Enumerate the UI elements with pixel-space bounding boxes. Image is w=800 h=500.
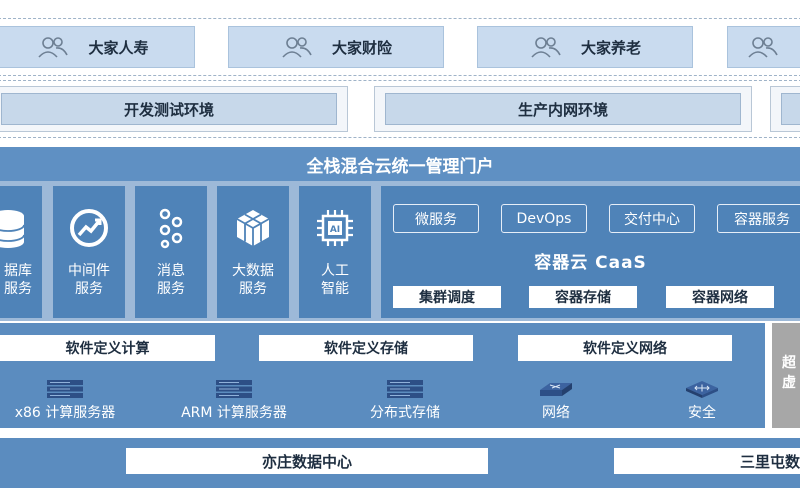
hyper-converged-block: 超 虚 (772, 323, 800, 428)
caas-cluster-scheduling: 集群调度 (393, 286, 501, 308)
env-label: 生产内网环境 (517, 100, 608, 119)
ai-chip-icon: AI (317, 210, 353, 246)
caas-container-service: 容器服务 (717, 204, 800, 233)
hw-x86-server: x86 计算服务器 (2, 380, 128, 422)
hw-distributed-storage: 分布式存储 (355, 380, 455, 422)
users-icon (38, 37, 69, 58)
company-label: 大家养老 (580, 38, 641, 57)
security-icon (686, 381, 718, 398)
users-icon (748, 37, 778, 58)
caas-delivery-center: 交付中心 (609, 204, 695, 233)
company-frame (0, 18, 800, 76)
hw-arm-server: ARM 计算服务器 (166, 380, 302, 422)
hw-label: 分布式存储 (370, 405, 440, 421)
hw-network: 网络 (526, 380, 586, 422)
service-label: 消息 服务 (157, 263, 185, 297)
caas-microservice: 微服务 (393, 204, 479, 233)
env-dev-test: 开发测试环境 (0, 86, 348, 132)
env-label-box: 开发测试环境 (1, 93, 337, 125)
company-label: 大家人寿 (88, 38, 149, 57)
management-portal-bar: 全栈混合云统一管理门户 (0, 147, 800, 181)
service-ai: AI 人工 智能 (299, 186, 371, 318)
network-switch-icon (540, 383, 572, 396)
hw-label: x86 计算服务器 (14, 405, 116, 421)
service-label: 中间件 服务 (68, 263, 110, 297)
env-production: 生产内网环境 (374, 86, 752, 132)
company-pension: 大家养老 (477, 26, 693, 68)
caas-title: 容器云 CaaS (534, 253, 647, 273)
message-cluster-icon (159, 208, 183, 249)
portal-title: 全栈混合云统一管理门户 (306, 156, 494, 177)
users-icon (282, 37, 312, 58)
datacenter-sanlitun: 三里屯数 (614, 448, 800, 474)
sd-compute: 软件定义计算 (0, 335, 215, 361)
server-icon (47, 380, 83, 398)
company-partial (727, 26, 800, 68)
database-icon (0, 210, 25, 248)
service-bigdata: 大数据 服务 (217, 186, 289, 318)
server-icon (216, 380, 252, 398)
service-message: 消息 服务 (135, 186, 207, 318)
caas-container-network: 容器网络 (666, 286, 774, 308)
hw-label: ARM 计算服务器 (181, 405, 287, 421)
env-partial (770, 86, 800, 132)
company-life-insurance: 大家人寿 (0, 26, 195, 68)
caas-devops: DevOps (501, 204, 587, 233)
caas-container-storage: 容器存储 (529, 286, 637, 308)
service-middleware: 中间件 服务 (53, 186, 125, 318)
chart-icon (70, 209, 108, 247)
datacenter-yizhuang: 亦庄数据中心 (126, 448, 488, 474)
hw-security: 安全 (672, 380, 732, 422)
service-label: 人工 智能 (321, 263, 349, 297)
svg-text:AI: AI (330, 225, 340, 235)
server-icon (387, 380, 423, 398)
service-database: 据库 服务 (0, 186, 42, 318)
cube-icon (236, 210, 270, 246)
company-property-insurance: 大家财险 (228, 26, 444, 68)
hw-label: 网络 (542, 405, 570, 421)
env-label-box: 生产内网环境 (385, 93, 741, 125)
hw-label: 安全 (688, 405, 716, 421)
service-label: 大数据 服务 (232, 263, 274, 297)
env-label-box (781, 93, 800, 125)
company-label: 大家财险 (331, 38, 392, 57)
env-label: 开发测试环境 (123, 100, 214, 119)
sd-storage: 软件定义存储 (259, 335, 473, 361)
users-icon (531, 37, 561, 58)
environment-frame (0, 80, 800, 138)
service-label: 据库 服务 (4, 263, 32, 297)
sd-network: 软件定义网络 (518, 335, 732, 361)
hyper-label: 超 虚 (782, 355, 796, 391)
